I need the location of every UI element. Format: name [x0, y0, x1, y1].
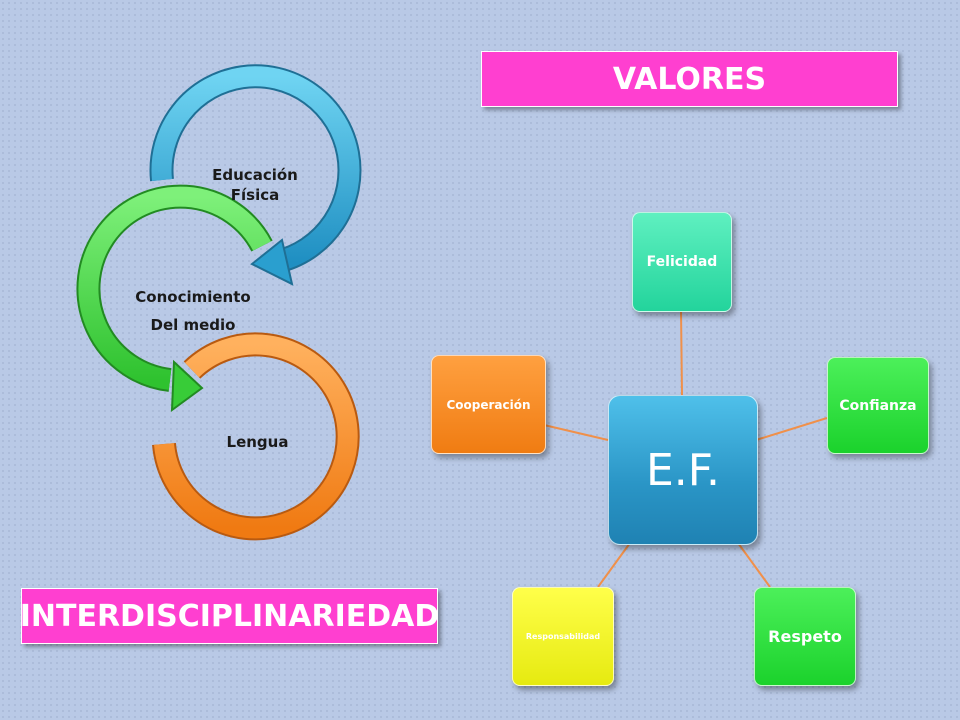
- label-conocimiento-del-medio: Conocimiento Del medio: [128, 287, 258, 335]
- blue-arc-arrow: [149, 64, 362, 286]
- label-educacion-fisica: Educación Física: [212, 166, 298, 204]
- node-respeto: Respeto: [754, 587, 856, 686]
- connector-respeto: [737, 542, 771, 588]
- node-cooperacion: Cooperación: [431, 355, 546, 454]
- interdisciplinariedad-banner: INTERDISCIPLINARIEDAD: [20, 588, 439, 644]
- node-center-ef: E.F.: [608, 395, 758, 545]
- connector-cooperacion: [543, 424, 609, 441]
- node-confianza: Confianza: [827, 357, 929, 454]
- connector-confianza: [755, 417, 828, 441]
- connector-felicidad: [680, 309, 683, 396]
- label-del-medio: Del medio: [150, 316, 236, 334]
- label-conocimiento: Conocimiento: [135, 288, 251, 306]
- green-arc-arrow: [76, 184, 273, 413]
- connector-responsabilidad: [597, 542, 631, 588]
- orange-arc-arrow: [152, 332, 360, 541]
- node-felicidad: Felicidad: [632, 212, 732, 312]
- label-lengua: Lengua: [226, 433, 289, 451]
- node-responsabilidad: Responsabilidad: [512, 587, 614, 686]
- valores-banner: VALORES: [481, 51, 898, 107]
